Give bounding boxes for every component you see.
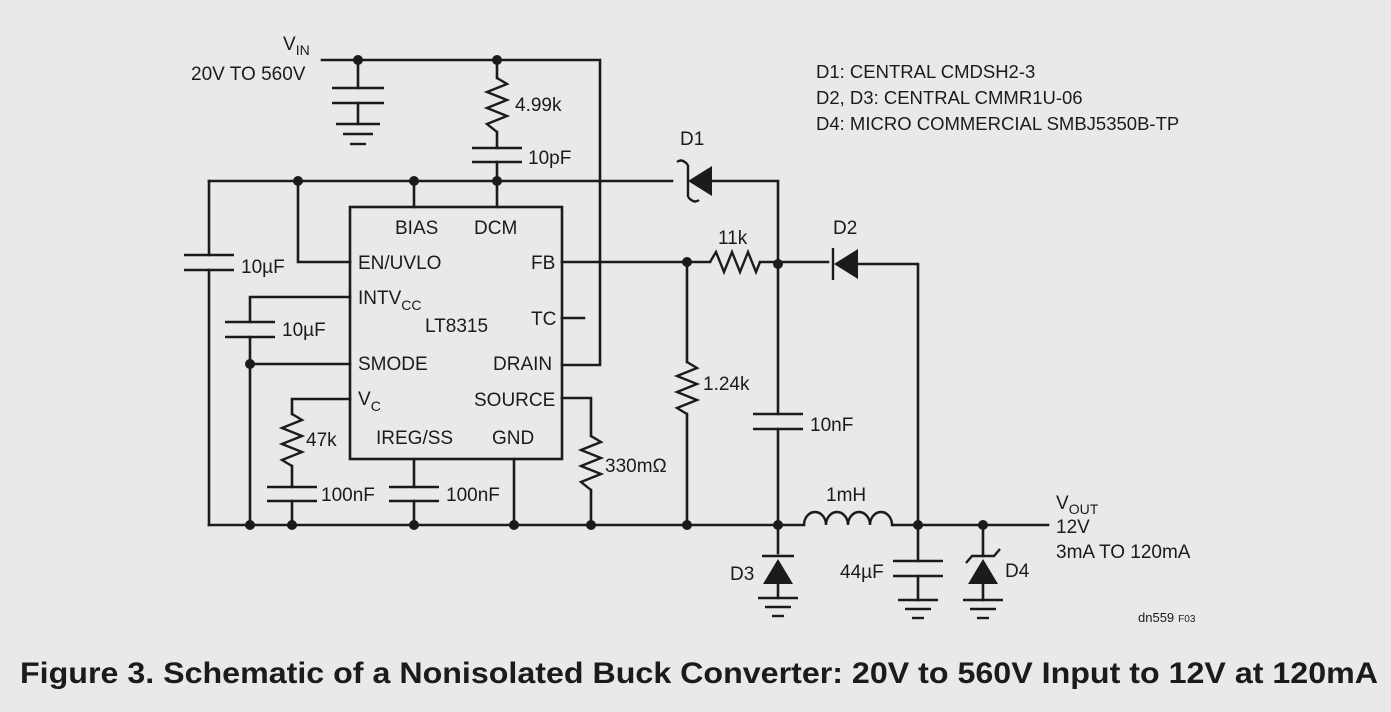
d4-label: D4 [1005,561,1030,582]
c-vc-label: 100nF [321,485,375,506]
inductor-icon [802,510,894,527]
smode-junction [245,359,255,369]
d3-ground-icon [758,596,798,618]
d3-label: D3 [730,564,754,585]
pin-en-uvlo: EN/UVLO [358,253,441,274]
vin-rail-wire [320,58,602,367]
vout-current: 3mA TO 120mA [1056,542,1191,563]
figure-ref-suffix: F03 [1178,614,1196,625]
pin-dcm: DCM [474,218,517,239]
note-d4: D4: MICRO COMMERCIAL SMBJ5350B-TP [816,113,1179,134]
r-fb-top-label: 11k [718,228,748,249]
inductor-label: 1mH [826,485,866,506]
gnd-j1 [245,520,255,530]
ic-name: LT8315 [425,316,488,337]
gnd-j5 [586,520,596,530]
resistor-r-top-icon [483,76,511,133]
pin-ireg-ss: IREG/SS [376,428,453,449]
vin-ground-icon [336,122,380,146]
zener-d4-icon [965,548,1001,584]
gnd-j4 [509,520,519,530]
gnd-j3 [409,520,419,530]
bias-line-wire [207,179,780,266]
en-wire [296,179,352,264]
pin-vc: VC [358,389,381,414]
c-left-label: 10µF [241,257,285,278]
resistor-r-fb-top-icon [708,248,762,276]
c-ss-label: 100nF [446,485,500,506]
source-wire [560,396,593,527]
figure-ref: dn559 F03 [1138,610,1196,625]
pin-intvcc-sub: CC [401,297,421,313]
note-d1: D1: CENTRAL CMDSH2-3 [816,61,1035,82]
vin-label-main: V [283,34,296,55]
pin-intvcc: INTVCC [358,288,422,313]
c-out-ground-icon [898,598,938,620]
bias-junction-c [492,176,502,186]
resistor-r-vc-icon [278,412,306,468]
vin-label-sub: IN [296,42,310,58]
diode-d2-icon [831,248,858,280]
pin-smode: SMODE [358,354,428,375]
d4-ground-icon [963,598,1003,620]
figure-ref-code: dn559 [1138,610,1174,625]
r-vc-label: 47k [306,430,337,451]
c-intvcc-label: 10µF [282,320,326,341]
pin-source: SOURCE [474,390,555,411]
c-top-label: 10pF [528,148,571,169]
c-boot-label: 10nF [810,415,853,436]
resistor-r-sense-icon [577,434,605,491]
d2-wire [856,262,920,527]
figure-caption: Figure 3. Schematic of a Nonisolated Buc… [20,657,1378,690]
vin-range: 20V TO 560V [191,64,306,85]
pin-drain: DRAIN [493,354,552,375]
pin-fb: FB [531,253,555,274]
vout-label: VOUT [1056,493,1099,517]
d1-label: D1 [680,129,704,150]
note-d2-d3: D2, D3: CENTRAL CMMR1U-06 [816,87,1083,108]
pin-vc-main: V [358,389,371,410]
resistor-r-fb-bot-icon [673,360,701,416]
c-out-label: 44µF [840,562,884,583]
ic-body [348,205,564,461]
vin-label: VIN [283,34,310,58]
d2-label: D2 [833,218,857,239]
vout-voltage: 12V [1056,517,1090,538]
vout-label-sub: OUT [1069,501,1099,517]
pin-intvcc-main: INTV [358,288,402,309]
pin-tc: TC [531,309,556,330]
r-top-label: 4.99k [515,95,562,116]
r-fb-bot-label: 1.24k [703,374,750,395]
pin-gnd: GND [492,428,534,449]
pin-bias: BIAS [395,218,438,239]
diode-d1-icon [676,159,712,203]
r-sense-label: 330mΩ [605,456,667,477]
diode-d3-icon [762,554,794,584]
vout-label-main: V [1056,493,1069,514]
gnd-j2 [287,520,297,530]
pin-vc-sub: C [371,398,381,414]
